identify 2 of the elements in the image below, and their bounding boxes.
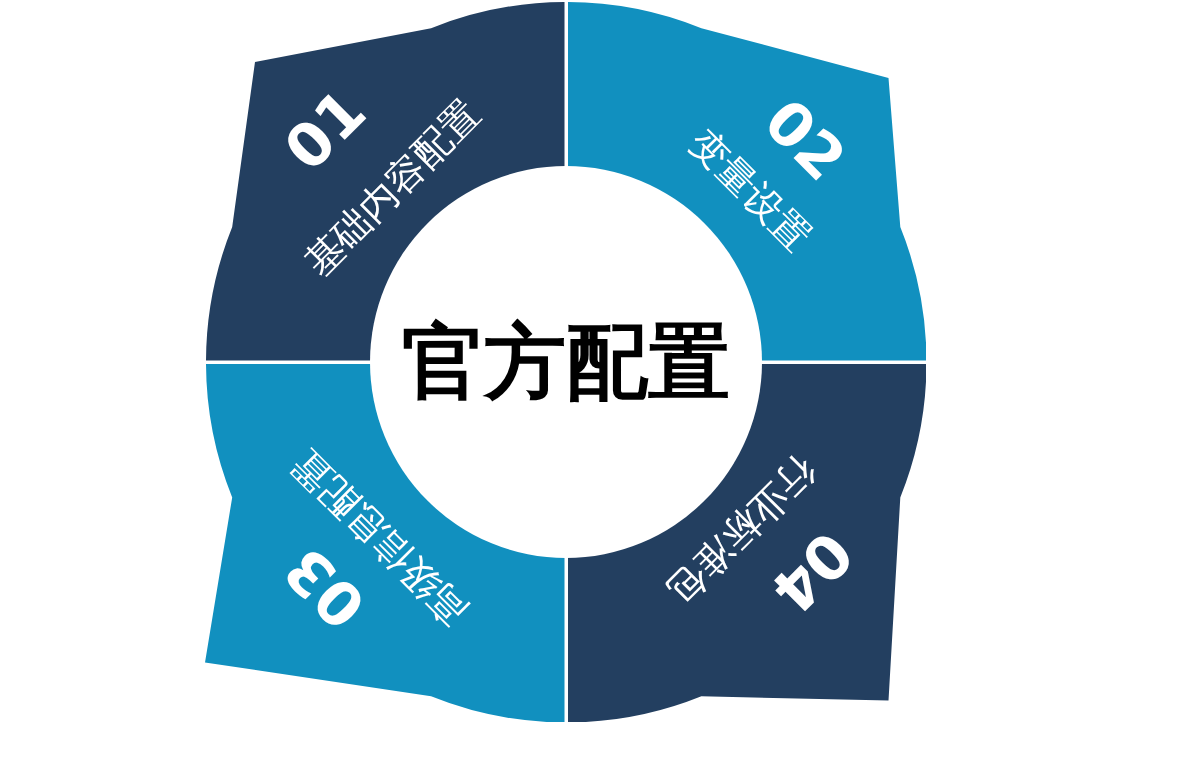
step-number: 04	[761, 521, 863, 623]
step-number: 01	[274, 79, 376, 181]
